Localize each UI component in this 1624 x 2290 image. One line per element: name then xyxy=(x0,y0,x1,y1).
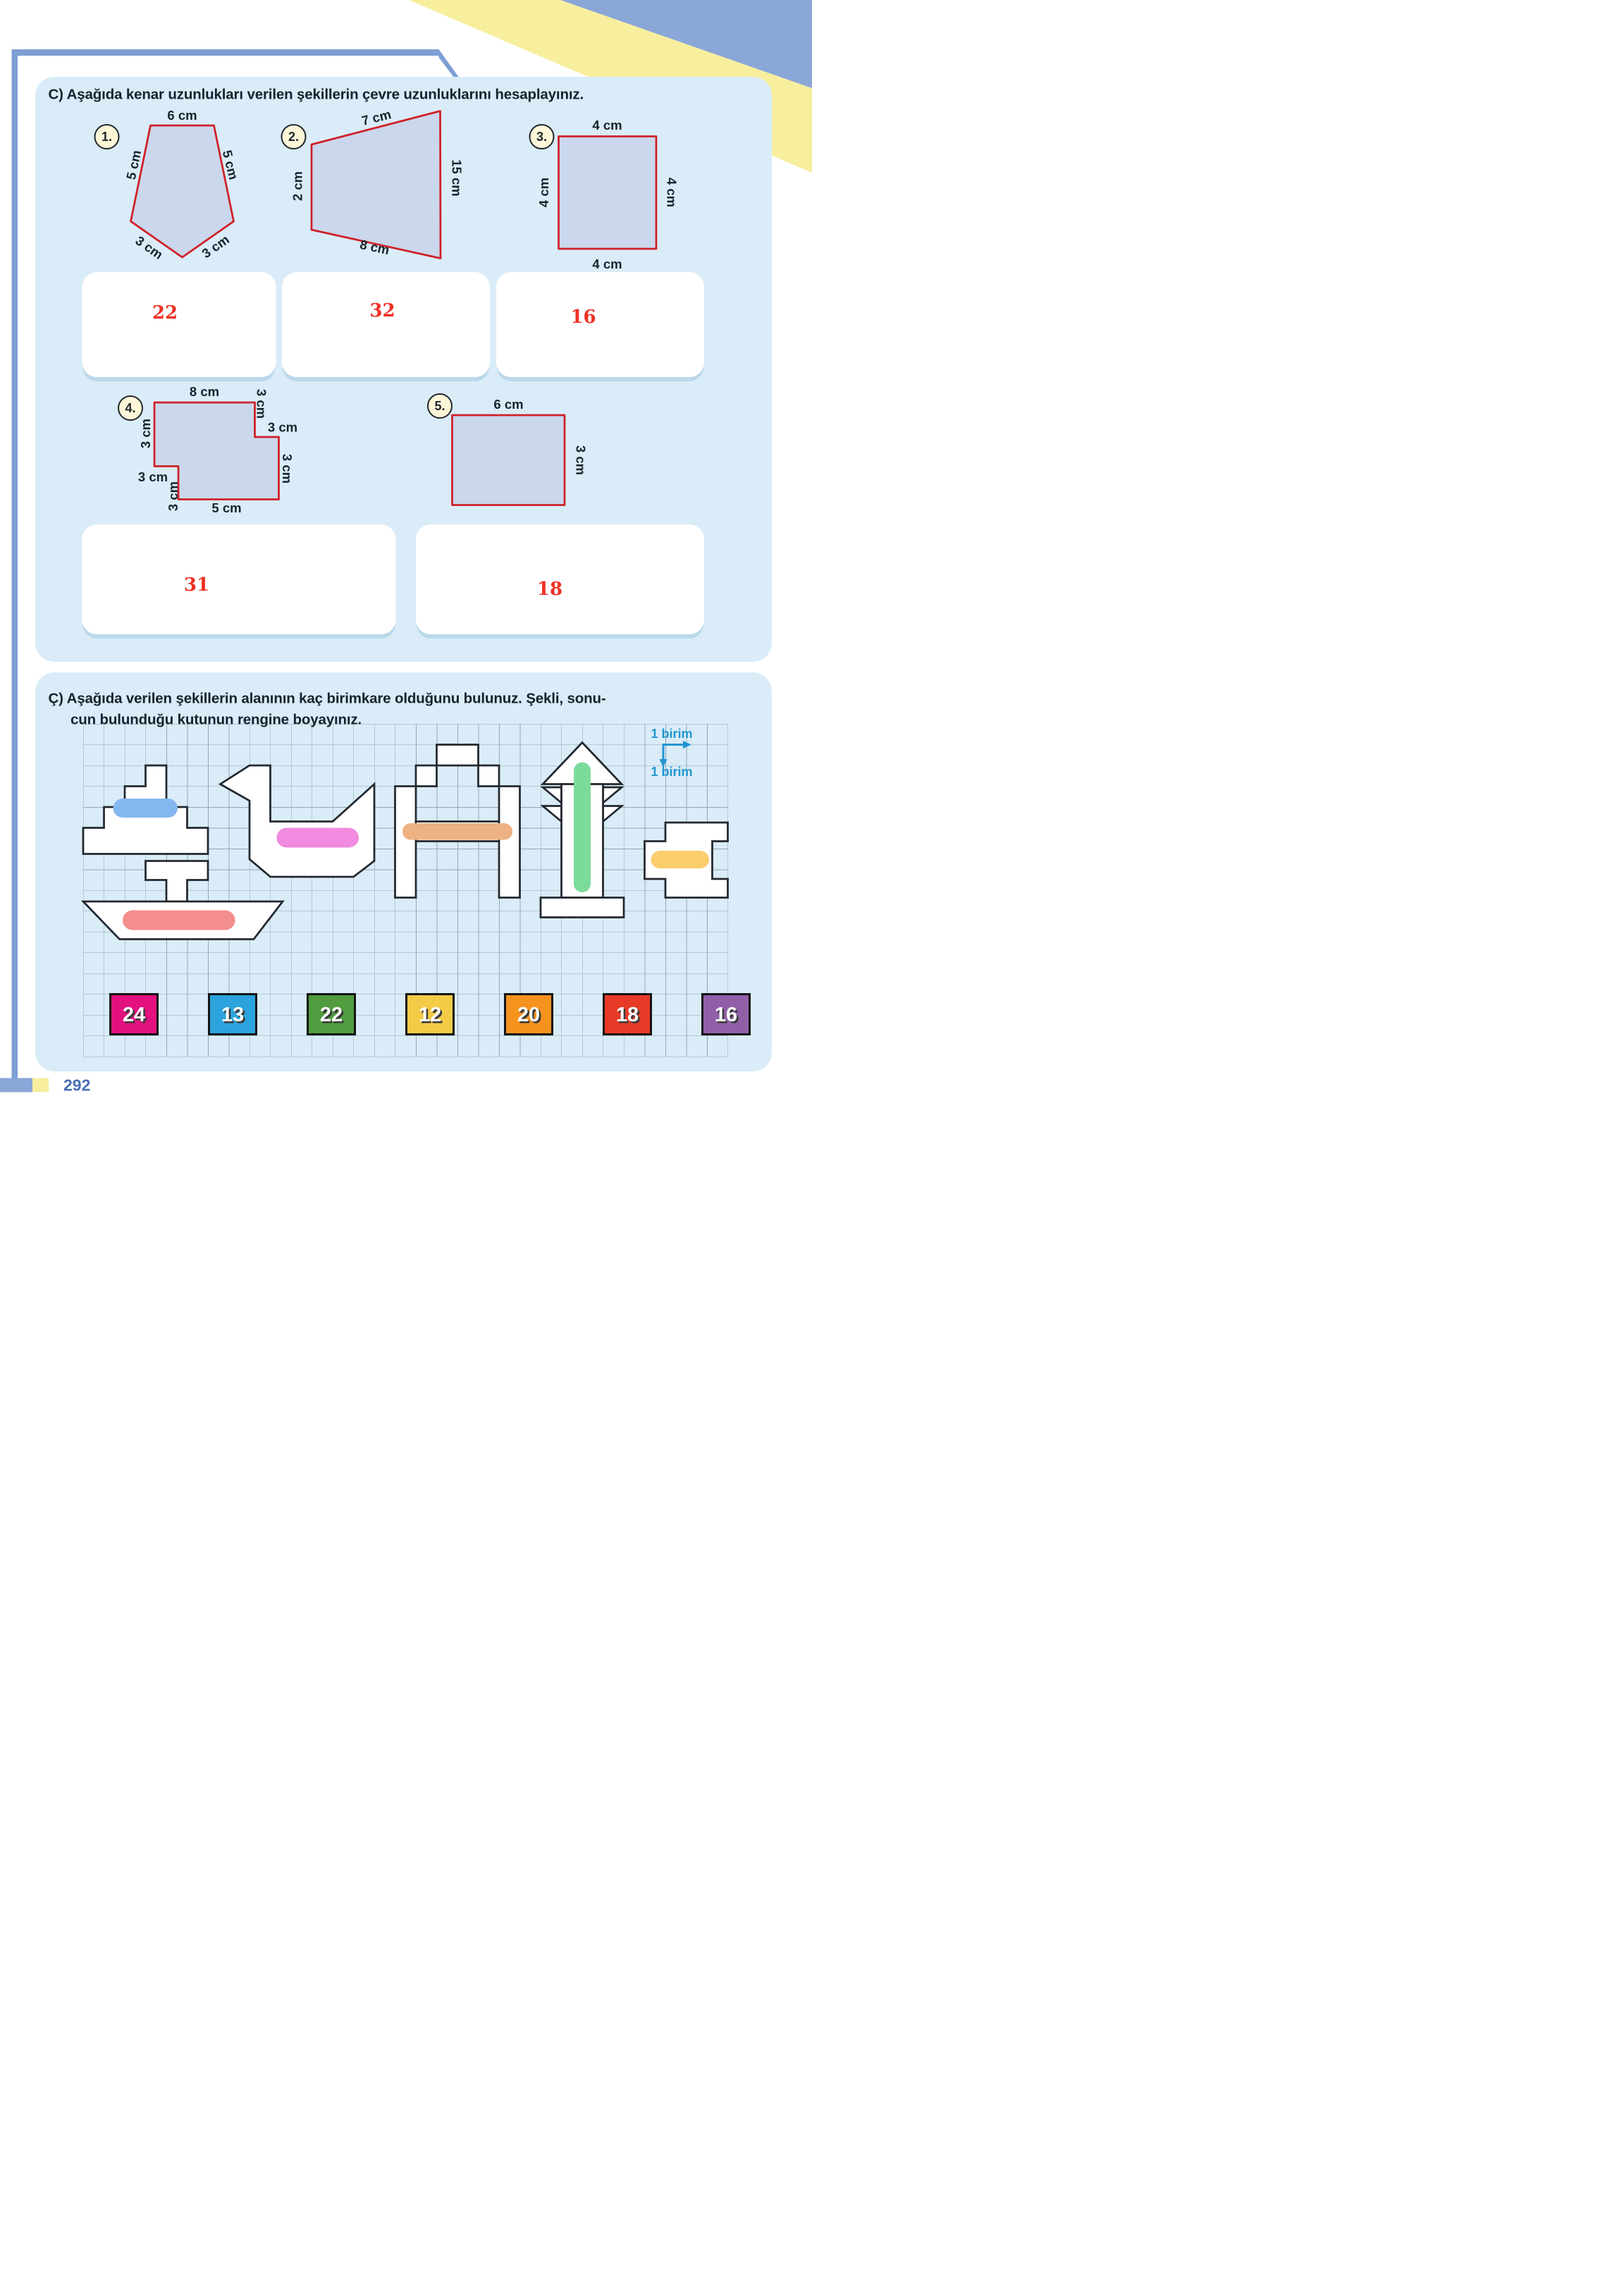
problem4-badge: 4. xyxy=(118,395,143,421)
page-number: 292 xyxy=(63,1076,91,1095)
answer-box-1[interactable] xyxy=(82,272,276,377)
unit-label-horizontal: 1 birim xyxy=(651,726,693,741)
p4-label-bottom: 5 cm xyxy=(211,500,242,516)
p3-label-top: 4 cm xyxy=(592,118,622,133)
grid-shape-bridge-right-pillar[interactable] xyxy=(498,785,521,899)
grid-shape-bridge-right-block[interactable] xyxy=(477,764,500,787)
result-box-16[interactable]: 16 xyxy=(701,993,751,1035)
frame-left-line xyxy=(11,49,18,1078)
answer-3: 16 xyxy=(570,305,596,328)
answer-1: 22 xyxy=(152,301,178,324)
grid-shape-sailboat-hull[interactable] xyxy=(80,900,285,940)
footer-blue-block xyxy=(0,1078,32,1092)
answer-box-4[interactable] xyxy=(82,524,396,634)
problem5-badge: 5. xyxy=(427,393,453,419)
workbook-page: C) Aşağıda kenar uzunlukları verilen şek… xyxy=(0,0,812,1145)
grid-shape-tree-trunk[interactable] xyxy=(560,783,604,899)
p4-label-right-bottom: 3 cm xyxy=(280,453,295,484)
section-cc-heading-line1: Ç) Aşağıda verilen şekillerin alanının k… xyxy=(48,690,606,706)
corner-blue-wedge xyxy=(560,0,812,88)
answer-box-3[interactable] xyxy=(496,272,704,377)
grid-shape-bridge-left-block[interactable] xyxy=(414,764,438,787)
p2-label-left: 2 cm xyxy=(290,171,305,202)
p5-label-right: 3 cm xyxy=(573,445,589,476)
result-box-18[interactable]: 18 xyxy=(603,993,652,1035)
p2-label-right: 15 cm xyxy=(449,159,465,197)
answer-5: 18 xyxy=(536,577,563,600)
p4-label-top: 8 cm xyxy=(189,384,220,400)
p3-label-bottom: 4 cm xyxy=(592,257,622,272)
viewport: C) Aşağıda kenar uzunlukları verilen şek… xyxy=(0,0,812,1145)
unit-label-vertical: 1 birim xyxy=(651,764,693,780)
result-box-12[interactable]: 12 xyxy=(405,993,455,1035)
result-box-20[interactable]: 20 xyxy=(504,993,553,1035)
result-box-13[interactable]: 13 xyxy=(208,993,257,1035)
answer-box-5[interactable] xyxy=(416,524,704,634)
p4-label-right-top: 3 cm xyxy=(254,388,269,419)
p5-label-top: 6 cm xyxy=(493,397,524,412)
grid-shape-bridge-hat[interactable] xyxy=(436,744,479,767)
p4-label-left: 3 cm xyxy=(138,418,154,449)
p4-label-right-step: 3 cm xyxy=(267,420,298,435)
answer-4: 31 xyxy=(183,573,210,596)
problem1-badge: 1. xyxy=(94,124,120,149)
result-box-24[interactable]: 24 xyxy=(109,993,159,1035)
section-c-heading: C) Aşağıda kenar uzunlukları verilen şek… xyxy=(48,86,584,102)
answer-2: 32 xyxy=(369,299,395,321)
problem3-badge: 3. xyxy=(529,124,555,149)
grid-shape-bridge-crossbar[interactable] xyxy=(414,820,500,842)
problem2-badge: 2. xyxy=(281,124,307,149)
p4-label-left-step: 3 cm xyxy=(137,469,168,485)
grid-shape-bridge-left-pillar[interactable] xyxy=(394,785,417,899)
grid-shape-duck[interactable] xyxy=(218,764,376,878)
p1-label-top: 6 cm xyxy=(167,108,197,123)
answer-box-2[interactable] xyxy=(282,272,490,377)
frame-top-line xyxy=(11,49,439,56)
footer-yellow-block xyxy=(32,1078,49,1092)
section-cc-heading-line2: cun bulunduğu kutunun rengine boyayınız. xyxy=(70,711,362,727)
p3-label-right: 4 cm xyxy=(664,177,679,208)
grid-shape-tree-base[interactable] xyxy=(539,897,625,918)
p4-label-bottom-left-vert: 3 cm xyxy=(166,481,181,512)
p3-label-left: 4 cm xyxy=(536,177,552,208)
result-box-22[interactable]: 22 xyxy=(307,993,356,1035)
